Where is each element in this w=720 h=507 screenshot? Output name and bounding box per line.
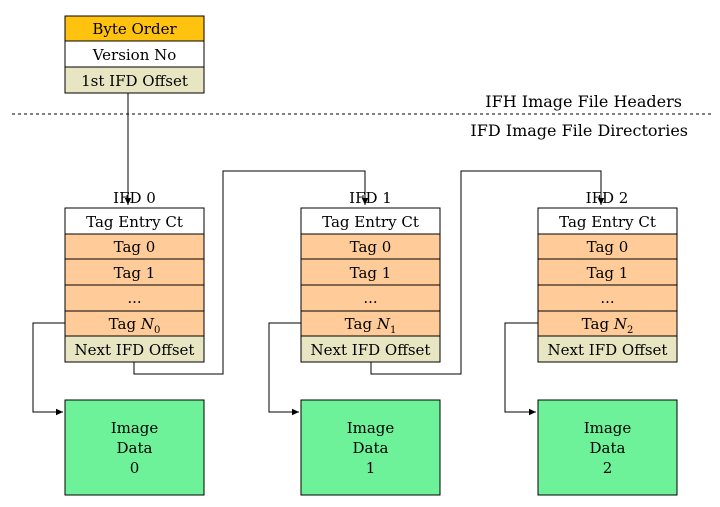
image-data-2-box: [537, 399, 678, 496]
image-data-2-line-1: Image: [584, 419, 632, 437]
version-no-cell: [64, 40, 205, 68]
ifd-1-tag-0: [300, 233, 441, 260]
ifd-2-tag-0: [537, 233, 678, 260]
ifd-2-tag-n-label: Tag N2: [582, 315, 634, 336]
image-data-2: Image Data 2: [537, 399, 678, 496]
image-data-0-line-2: Data: [117, 439, 153, 457]
ifd-1-tag-n-subscript: 1: [390, 325, 396, 336]
image-data-2-line-3: 2: [603, 459, 613, 477]
version-no-label: Version No: [92, 46, 177, 64]
ifd-1-tag-n-label: Tag N1: [345, 315, 397, 336]
ifd-0-tag-n-subscript: 0: [154, 325, 160, 336]
ifd-2-tag-1: [537, 258, 678, 286]
tag-n-variable: N: [140, 315, 155, 333]
byte-order-cell: [64, 15, 205, 42]
byte-order-label: Byte Order: [92, 20, 177, 38]
ifd-1-tag-entry-count-label: Tag Entry Ct: [322, 213, 419, 231]
image-data-1-line-2: Data: [353, 439, 389, 457]
ifd-1-tag-0-label: Tag 0: [350, 238, 392, 256]
ifd-2-tag-entry-count-label: Tag Entry Ct: [559, 213, 656, 231]
ifd-2-tag-n-subscript: 2: [627, 325, 633, 336]
ifd-1-tag-n: [300, 310, 441, 337]
ifd-section-label: IFD Image File Directories: [470, 121, 688, 140]
arrow-ifd0-to-ifd1: [133, 170, 369, 375]
connectors: [32, 93, 605, 416]
arrow-ifd1-to-ifd2: [370, 170, 605, 375]
ifd-2-tag-entry-count: [537, 207, 678, 235]
ifd-0-tag-n-label: Tag N0: [109, 315, 161, 336]
image-data-1-line-3: 1: [366, 459, 376, 477]
ifd-0-tag-0: [64, 233, 205, 260]
ifd-1-next-ifd-offset-label: Next IFD Offset: [311, 341, 431, 359]
ifd-2-next-ifd-offset-label: Next IFD Offset: [548, 341, 668, 359]
ifd-1-tag-1-label: Tag 1: [350, 264, 392, 282]
ifd-2-tag-ellipsis-label: ...: [600, 289, 614, 307]
ifd-2-tag-1-label: Tag 1: [587, 264, 629, 282]
first-ifd-offset-label: 1st IFD Offset: [81, 72, 188, 90]
ifd-0-tag-entry-count-label: Tag Entry Ct: [86, 213, 183, 231]
ifd-0-tag-n-text: Tag: [109, 315, 141, 333]
ifd-0-tag-1-label: Tag 1: [114, 264, 156, 282]
ifh-section-label: IFH Image File Headers: [485, 92, 682, 111]
ifd-1-tag-1: [300, 258, 441, 286]
ifd-1-tag-ellipsis-label: ...: [363, 289, 377, 307]
image-data-0: Image Data 0: [64, 399, 205, 496]
ifd-0-tag-1: [64, 258, 205, 286]
image-file-header: Byte Order Version No 1st IFD Offset: [64, 15, 205, 94]
ifd-2-tag-0-label: Tag 0: [587, 238, 629, 256]
tag-n-variable: N: [376, 315, 391, 333]
ifd-2-tag-n-text: Tag: [582, 315, 614, 333]
ifd-1-tag-entry-count: [300, 207, 441, 235]
ifd-1-next-ifd-offset: [300, 335, 441, 363]
ifd-0-next-ifd-offset-label: Next IFD Offset: [75, 341, 195, 359]
ifd-1-tag-n-text: Tag: [345, 315, 377, 333]
ifd-2-next-ifd-offset: [537, 335, 678, 363]
image-data-1-box: [300, 399, 441, 496]
image-data-0-box: [64, 399, 205, 496]
image-data-0-line-1: Image: [111, 419, 159, 437]
image-data-2-line-2: Data: [590, 439, 626, 457]
first-ifd-offset-cell: [64, 66, 205, 94]
ifd-0-tag-entry-count: [64, 207, 205, 235]
ifd-0-tag-0-label: Tag 0: [114, 238, 156, 256]
ifd-0-next-ifd-offset: [64, 335, 205, 363]
ifd-0-tag-n: [64, 310, 205, 337]
ifd-0-title: IFD 0: [113, 189, 156, 207]
ifd-1: IFD 1 Tag Entry Ct Tag 0 Tag 1 ... Tag N…: [300, 189, 441, 363]
ifd-1-title: IFD 1: [349, 189, 392, 207]
image-data-1-line-1: Image: [347, 419, 395, 437]
tag-n-variable: N: [613, 315, 628, 333]
ifd-0-tag-ellipsis: [64, 284, 205, 312]
ifd-0-tag-ellipsis-label: ...: [127, 289, 141, 307]
ifd-0: IFD 0 Tag Entry Ct Tag 0 Tag 1 ... Tag N…: [64, 189, 205, 363]
arrow-tag-n0-to-image0: [32, 322, 65, 416]
ifd-2: IFD 2 Tag Entry Ct Tag 0 Tag 1 ... Tag N…: [537, 189, 678, 363]
ifd-2-tag-ellipsis: [537, 284, 678, 312]
arrow-tag-n2-to-image2: [504, 322, 538, 416]
ifd-2-title: IFD 2: [586, 189, 629, 207]
ifd-1-tag-ellipsis: [300, 284, 441, 312]
image-data-0-line-3: 0: [130, 459, 140, 477]
image-data-1: Image Data 1: [300, 399, 441, 496]
arrow-tag-n1-to-image1: [268, 322, 301, 416]
